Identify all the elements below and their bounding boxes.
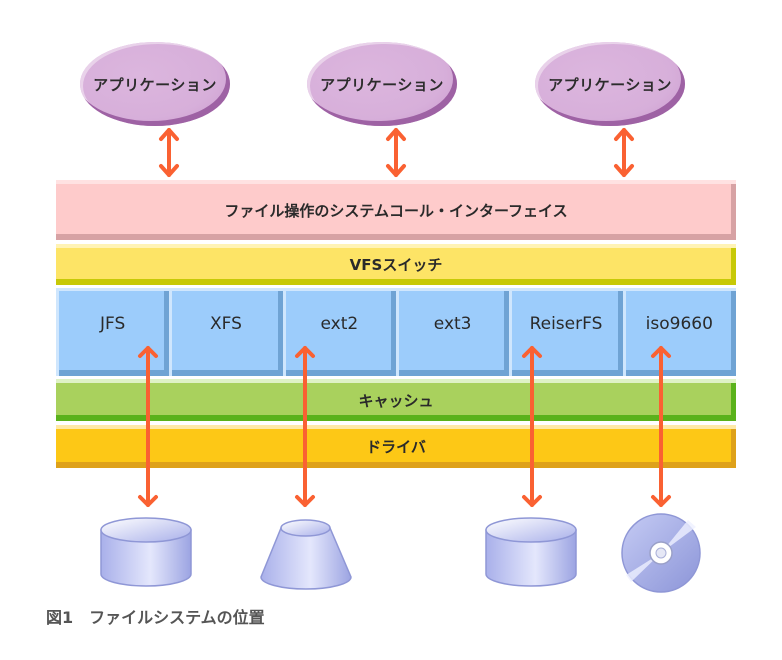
cone-device-icon xyxy=(260,519,352,590)
application-node-2: アプリケーション xyxy=(307,42,457,126)
syscall-interface-layer: ファイル操作のシステムコール・インターフェイス xyxy=(56,180,736,240)
cd-rom-icon xyxy=(621,513,701,593)
filesystem-xfs: XFS xyxy=(169,288,283,376)
disk-cylinder-icon xyxy=(485,517,577,587)
filesystem-label: JFS xyxy=(100,314,126,334)
application-node-3: アプリケーション xyxy=(535,42,685,126)
double-arrow-icon xyxy=(651,346,671,507)
double-arrow-icon xyxy=(522,346,542,507)
cache-layer: キャッシュ xyxy=(56,379,736,421)
filesystem-row: JFS XFS ext2 ext3 ReiserFS iso9660 xyxy=(56,288,736,376)
driver-label: ドライバ xyxy=(366,438,426,456)
double-arrow-icon xyxy=(295,346,315,507)
disk-cylinder-icon xyxy=(100,517,192,587)
vfs-switch-label: VFSスイッチ xyxy=(349,256,443,274)
filesystem-iso9660: iso9660 xyxy=(622,288,736,376)
application-label: アプリケーション xyxy=(320,75,444,94)
double-arrow-icon xyxy=(138,346,158,507)
filesystem-jfs: JFS xyxy=(56,288,170,376)
filesystem-label: ReiserFS xyxy=(529,314,603,334)
filesystem-label: iso9660 xyxy=(645,314,713,334)
application-node-1: アプリケーション xyxy=(80,42,230,126)
filesystem-label: ext2 xyxy=(320,314,359,334)
filesystem-ext3: ext3 xyxy=(395,288,510,376)
double-arrow-icon xyxy=(386,128,406,177)
filesystem-ext2: ext2 xyxy=(282,288,396,376)
vfs-switch-layer: VFSスイッチ xyxy=(56,244,736,285)
syscall-interface-label: ファイル操作のシステムコール・インターフェイス xyxy=(224,201,568,220)
double-arrow-icon xyxy=(159,128,179,177)
driver-layer: ドライバ xyxy=(56,425,736,468)
figure-caption: 図1 ファイルシステムの位置 xyxy=(46,608,265,627)
cache-label: キャッシュ xyxy=(358,391,434,410)
filesystem-reiserfs: ReiserFS xyxy=(509,288,623,376)
double-arrow-icon xyxy=(614,128,634,177)
application-label: アプリケーション xyxy=(93,75,217,94)
filesystem-label: ext3 xyxy=(433,314,472,334)
filesystem-label: XFS xyxy=(210,314,242,334)
application-label: アプリケーション xyxy=(548,75,672,94)
